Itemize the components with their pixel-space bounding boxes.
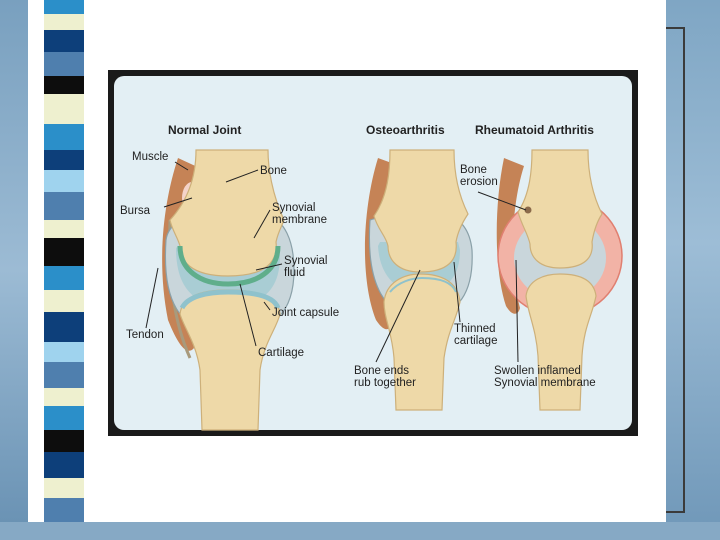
- label-bone-ends-line1: Bone ends: [354, 365, 409, 377]
- slide-background-right: [666, 0, 720, 540]
- upper-cartilage-shape: [177, 245, 281, 287]
- osteo-upper-bone-shape: [373, 149, 469, 273]
- label-bone-erosion-line1: Bone: [460, 164, 487, 176]
- rheumatoid-upper-bone-shape: [517, 149, 603, 269]
- bone-erosion-mark: [524, 206, 532, 214]
- leader-lines: [145, 161, 527, 363]
- rheumatoid-illustration: [496, 149, 623, 411]
- label-synovial-membrane-line1: Synovial: [272, 202, 315, 214]
- label-thinned-cartilage-line2: cartilage: [454, 335, 497, 347]
- lower-cartilage-shape: [179, 289, 281, 310]
- frame-line-bottom: [666, 511, 684, 513]
- label-bone-erosion-line2: erosion: [460, 176, 498, 188]
- header-osteoarthritis: Osteoarthritis: [366, 123, 445, 137]
- normal-joint-illustration: [162, 149, 295, 431]
- osteo-lower-bone-shape: [383, 273, 461, 411]
- label-swollen-line1: Swollen inflamed: [494, 365, 581, 377]
- header-normal-joint: Normal Joint: [168, 123, 241, 137]
- frame-line-top: [666, 27, 684, 29]
- label-synovial-fluid-line2: fluid: [284, 267, 305, 279]
- header-rheumatoid-arthritis: Rheumatoid Arthritis: [475, 123, 594, 137]
- label-synovial-fluid-line1: Synovial: [284, 255, 327, 267]
- label-swollen-line2: Synovial membrane: [494, 377, 596, 389]
- frame-line-right: [683, 27, 685, 513]
- osteo-thinned-cartilage-shape: [389, 276, 457, 293]
- label-synovial-membrane-line2: membrane: [272, 214, 327, 226]
- label-thinned-cartilage-line1: Thinned: [454, 323, 496, 335]
- label-joint-capsule: Joint capsule: [272, 307, 339, 319]
- joint-diagram: Normal Joint Osteoarthritis Rheumatoid A…: [108, 70, 638, 436]
- label-cartilage: Cartilage: [258, 347, 304, 359]
- label-bone: Bone: [260, 165, 287, 177]
- label-bone-ends-line2: rub together: [354, 377, 416, 389]
- label-bursa: Bursa: [120, 205, 151, 217]
- decorative-stripe-bar: [44, 0, 84, 522]
- slide-background-left: [0, 0, 28, 540]
- label-tendon: Tendon: [126, 329, 164, 341]
- osteoarthritis-illustration: [364, 149, 473, 411]
- rheumatoid-lower-bone-shape: [525, 273, 597, 411]
- slide-background-bottom: [0, 522, 720, 540]
- label-muscle: Muscle: [132, 151, 168, 163]
- joint-diagram-svg: Normal Joint Osteoarthritis Rheumatoid A…: [114, 76, 632, 431]
